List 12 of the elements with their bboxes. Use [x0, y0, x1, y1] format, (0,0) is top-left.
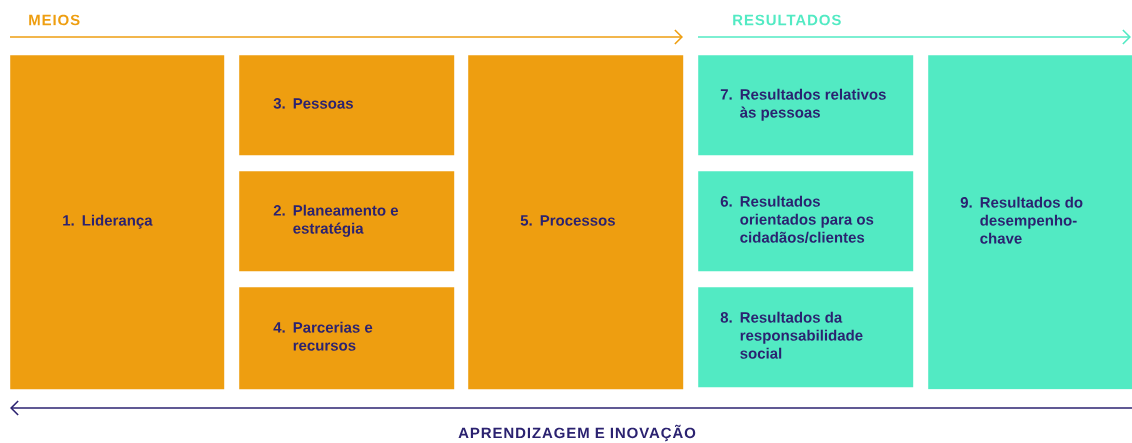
- section-heading: MEIOS: [29, 14, 80, 26]
- category-box: 6. Resultados orientados para os cidadãos/clientes: [698, 171, 914, 272]
- category-box: 5. Processos: [468, 55, 684, 390]
- category-box: 4. Parcerias e recursos: [239, 287, 455, 390]
- category-box: 3. Pessoas: [239, 55, 455, 156]
- section-heading: RESULTADOS: [733, 14, 841, 26]
- category-box: 7. Resultados relativos às pessoas: [698, 55, 914, 156]
- category-box: 9. Resultados do desempenho-chave: [928, 55, 1132, 390]
- category-box: 1. Liderança: [10, 55, 225, 390]
- category-box: 8. Resultados da responsabilidade social: [698, 287, 914, 388]
- section-heading: APRENDIZAGEM E INOVAÇÃO: [458, 424, 696, 442]
- category-box: 2. Planeamento e estratégia: [239, 171, 455, 272]
